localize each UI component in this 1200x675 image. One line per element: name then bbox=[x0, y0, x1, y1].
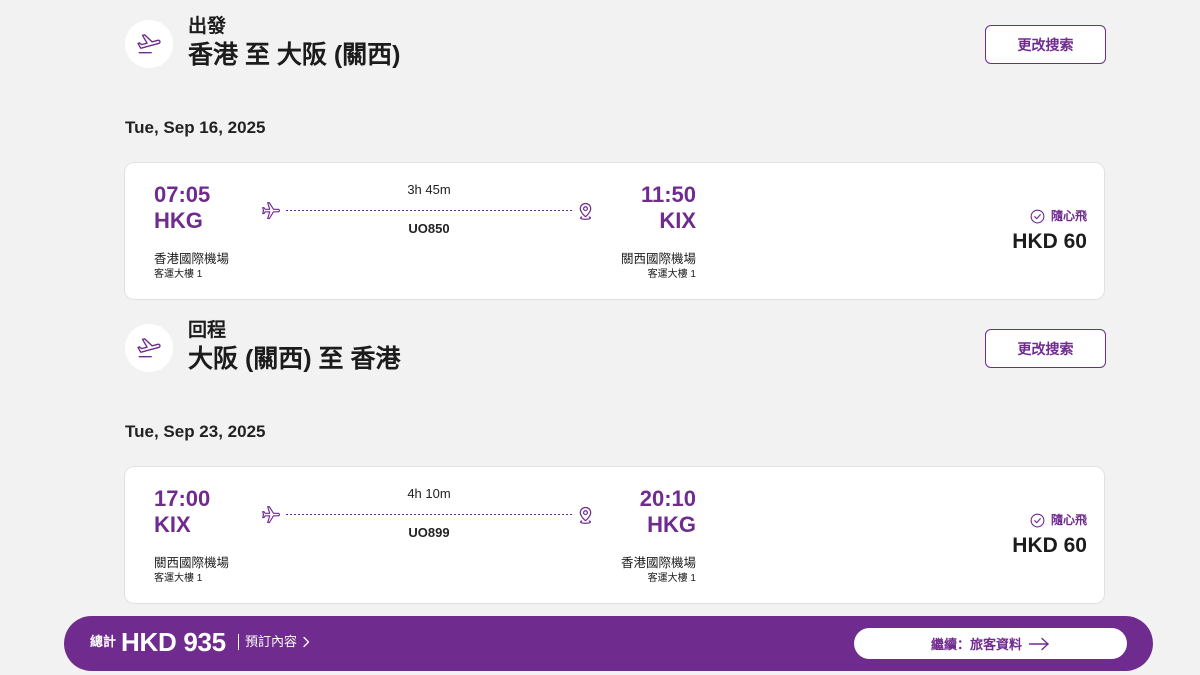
location-pin-icon bbox=[577, 202, 594, 221]
route-dotted-line bbox=[286, 514, 573, 515]
fare-price: HKD 60 bbox=[1012, 534, 1087, 557]
booking-summary-bar: 總計 HKD 935 預訂內容 繼續：旅客資料 bbox=[64, 616, 1153, 671]
plane-takeoff-icon bbox=[125, 324, 173, 372]
location-pin-icon bbox=[577, 506, 594, 525]
flight-number: UO899 bbox=[408, 525, 450, 540]
return-flight-card: 17:00 KIX 關西國際機場 客運大樓 1 4h 10m UO899 20:… bbox=[124, 466, 1105, 604]
booking-details-label: 預訂內容 bbox=[245, 634, 298, 649]
plane-icon bbox=[261, 201, 281, 221]
arrival-time: 11:50 bbox=[640, 182, 696, 207]
continue-label: 繼續：旅客資料 bbox=[930, 637, 1022, 652]
plane-icon bbox=[261, 505, 281, 525]
departure-time: 07:05 bbox=[154, 182, 211, 207]
flight-date: Tue, Sep 23, 2025 bbox=[125, 422, 266, 441]
arrival-airport-name: 關西國際機場 bbox=[620, 252, 696, 266]
check-circle-icon bbox=[1030, 209, 1045, 223]
departure-terminal: 客運大樓 1 bbox=[154, 573, 203, 584]
arrival-terminal: 客運大樓 1 bbox=[647, 573, 696, 584]
total-amount: HKD 935 bbox=[121, 627, 226, 657]
check-circle-icon bbox=[1030, 513, 1045, 527]
departure-airport-code: HKG bbox=[154, 208, 203, 233]
route-dotted-line bbox=[286, 210, 573, 211]
arrival-time: 20:10 bbox=[639, 486, 696, 511]
departure-time: 17:00 bbox=[154, 486, 211, 511]
chevron-right-icon bbox=[303, 636, 310, 648]
fare-type: 隨心飛 bbox=[1030, 208, 1087, 224]
arrow-right-icon bbox=[1028, 637, 1049, 650]
arrival-terminal: 客運大樓 1 bbox=[647, 269, 696, 280]
departure-airport-name: 關西國際機場 bbox=[154, 556, 230, 570]
change-search-button[interactable]: 更改搜索 bbox=[985, 329, 1106, 368]
arrival-airport-code: KIX bbox=[659, 208, 696, 233]
flight-date: Tue, Sep 16, 2025 bbox=[125, 118, 266, 137]
divider bbox=[238, 634, 239, 650]
change-search-button[interactable]: 更改搜索 bbox=[985, 25, 1106, 64]
continue-button[interactable]: 繼續：旅客資料 bbox=[854, 628, 1127, 659]
arrival-airport-name: 香港國際機場 bbox=[620, 556, 696, 570]
departure-airport-code: KIX bbox=[154, 512, 191, 537]
plane-takeoff-icon bbox=[125, 20, 173, 68]
departure-airport-name: 香港國際機場 bbox=[154, 252, 230, 266]
fare-type-label: 隨心飛 bbox=[1050, 513, 1087, 527]
route-title: 香港 至 大阪 (關西) bbox=[188, 41, 401, 69]
fare-type: 隨心飛 bbox=[1030, 512, 1087, 528]
outbound-flight-card: 07:05 HKG 香港國際機場 客運大樓 1 3h 45m UO850 11:… bbox=[124, 162, 1105, 300]
fare-price: HKD 60 bbox=[1012, 230, 1087, 253]
route-title: 大阪 (關西) 至 香港 bbox=[188, 345, 401, 373]
flight-duration: 4h 10m bbox=[407, 486, 451, 501]
segment-direction-label: 出發 bbox=[188, 16, 227, 37]
arrival-airport-code: HKG bbox=[647, 512, 696, 537]
flight-number: UO850 bbox=[408, 221, 450, 236]
total-label: 總計 bbox=[90, 634, 117, 649]
return-segment: 回程 大阪 (關西) 至 香港 更改搜索 Tue, Sep 23, 2025 1… bbox=[0, 304, 1200, 608]
segment-direction-label: 回程 bbox=[188, 320, 227, 341]
fare-type-label: 隨心飛 bbox=[1050, 209, 1087, 223]
booking-details-link[interactable]: 預訂內容 bbox=[245, 633, 310, 651]
departure-terminal: 客運大樓 1 bbox=[154, 269, 203, 280]
outbound-segment: 出發 香港 至 大阪 (關西) 更改搜索 Tue, Sep 16, 2025 0… bbox=[0, 0, 1200, 304]
flight-duration: 3h 45m bbox=[407, 182, 451, 197]
